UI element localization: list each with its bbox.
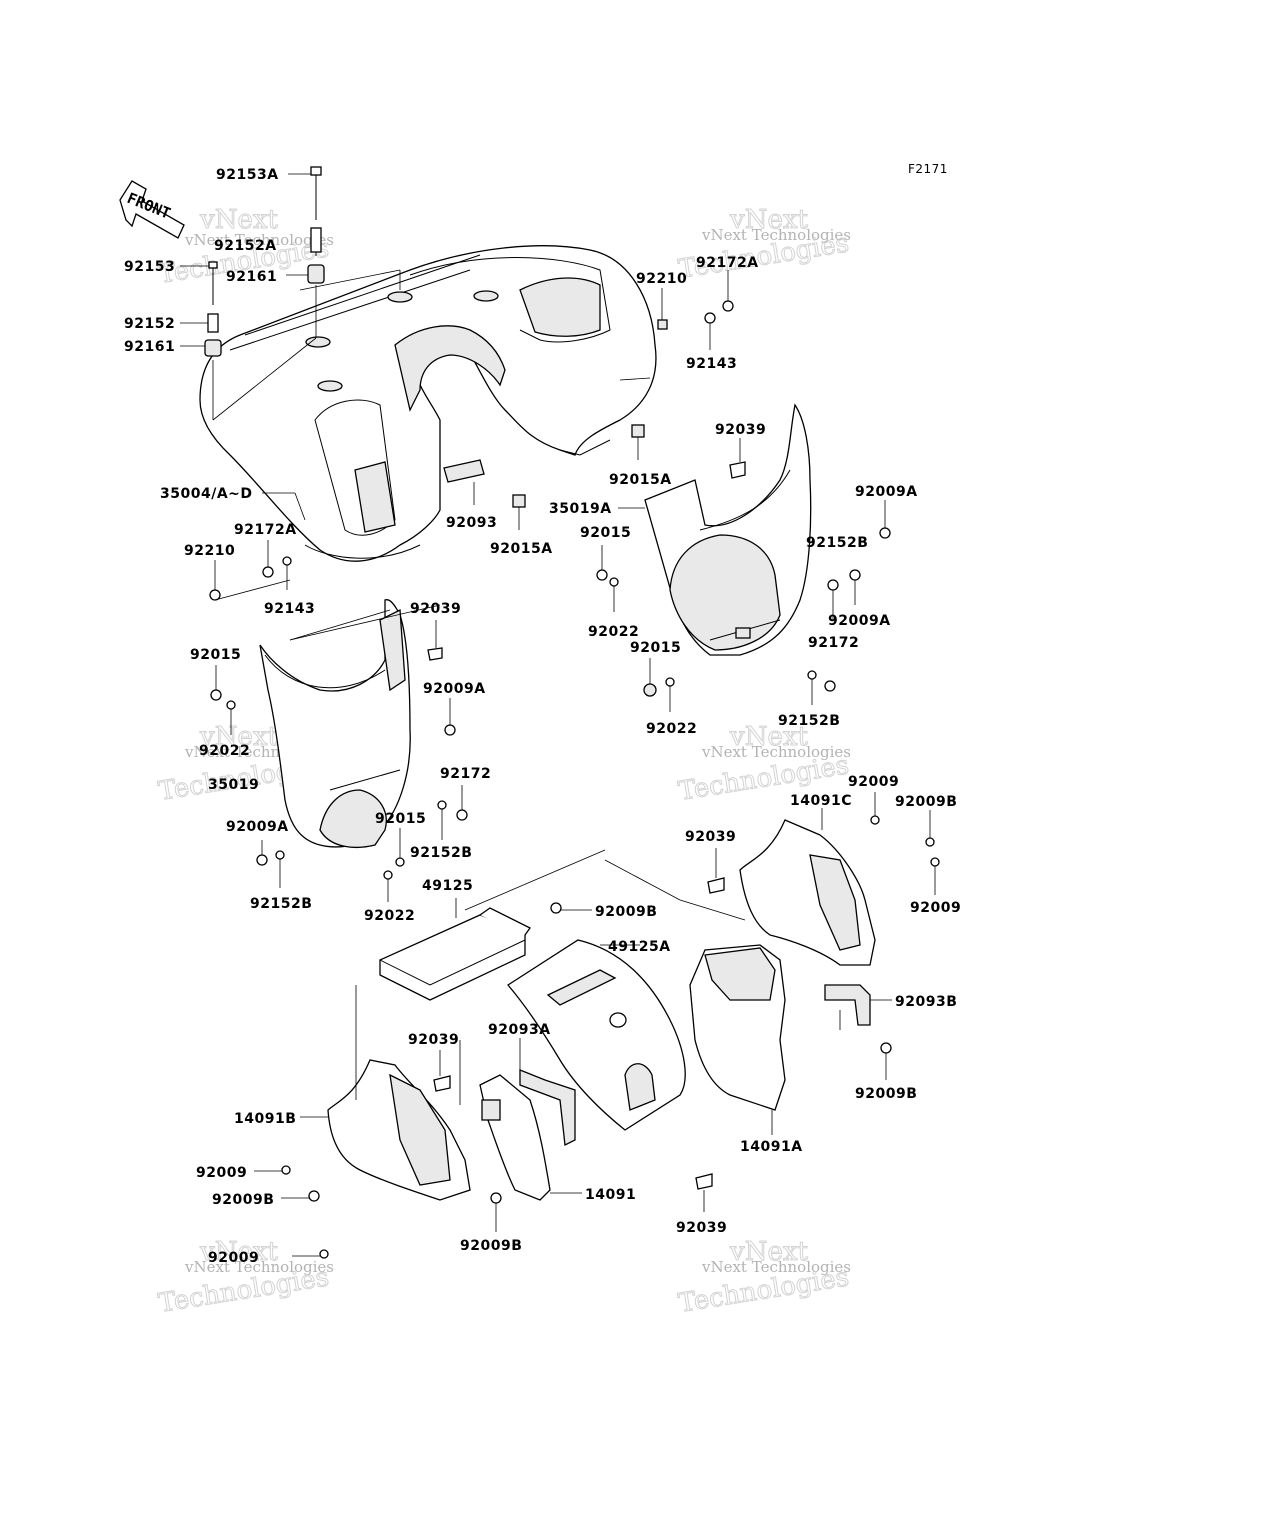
- guard-14091B: [327, 1059, 471, 1201]
- watermark-vnext: vNext: [199, 722, 278, 752]
- label-92093A: 92093A: [488, 1022, 551, 1038]
- label-35004: 35004/A~D: [160, 486, 253, 502]
- guard-14091C: [739, 819, 876, 966]
- leader-lines: [180, 173, 936, 1257]
- label-14091C: 14091C: [790, 793, 852, 809]
- label-92009-r1: 92009: [848, 774, 899, 790]
- label-92152B-r2: 92152B: [778, 713, 840, 729]
- label-92172A-tr: 92172A: [696, 255, 759, 271]
- watermark-vnext: vNext: [729, 1237, 808, 1267]
- rear-fender-35004: [199, 245, 657, 562]
- small-hardware: [209, 300, 940, 1259]
- label-14091B: 14091B: [234, 1111, 296, 1127]
- label-92172A-l: 92172A: [234, 522, 297, 538]
- label-92210-l: 92210: [184, 543, 235, 559]
- label-92172-r: 92172: [808, 635, 859, 651]
- watermark-line: vNext Technologies: [184, 1258, 334, 1276]
- label-92022-l: 92022: [199, 743, 250, 759]
- pad-92093B: [824, 984, 871, 1026]
- label-92152A: 92152A: [214, 238, 277, 254]
- label-92022-l2: 92022: [364, 908, 415, 924]
- label-92009B-r1: 92009B: [895, 794, 957, 810]
- watermark-vnext: vNext: [199, 1237, 278, 1267]
- pad-92093: [443, 459, 485, 483]
- label-92009-b2: 92009: [208, 1250, 259, 1266]
- label-92015A-c: 92015A: [490, 541, 553, 557]
- label-92039-l: 92039: [410, 601, 461, 617]
- label-35019: 35019: [208, 777, 259, 793]
- label-92015-l: 92015: [190, 647, 241, 663]
- label-14091: 14091: [585, 1187, 636, 1203]
- label-92039-b2: 92039: [676, 1220, 727, 1236]
- guard-14091A: [689, 944, 786, 1111]
- label-92022-r2: 92022: [646, 721, 697, 737]
- label-49125A: 49125A: [608, 939, 671, 955]
- right-mudguard-35019A: [644, 403, 812, 656]
- label-92152B-r1: 92152B: [806, 535, 868, 551]
- left-mudguard-35019: [259, 599, 411, 848]
- label-92172-l: 92172: [440, 766, 491, 782]
- front-arrow-icon: FRONT: [119, 180, 185, 239]
- watermark-line: vNext Technologies: [701, 743, 851, 761]
- watermark-vnext: vNext: [729, 722, 808, 752]
- label-92153A: 92153A: [216, 167, 279, 183]
- label-92153: 92153: [124, 259, 175, 275]
- label-92161-top: 92161: [226, 269, 277, 285]
- hardware-top-left: [204, 166, 401, 421]
- label-92009A-r: 92009A: [855, 484, 918, 500]
- label-92009B-r2: 92009B: [855, 1086, 917, 1102]
- label-92009B-b2: 92009B: [460, 1238, 522, 1254]
- cover-49125A: [507, 939, 686, 1131]
- label-92039-r: 92039: [715, 422, 766, 438]
- watermark-vnext: vNext: [729, 205, 808, 235]
- label-92015-r2: 92015: [630, 640, 681, 656]
- label-92022-r1: 92022: [588, 624, 639, 640]
- cover-49125: [379, 907, 531, 1001]
- label-92009A-l2: 92009A: [226, 819, 289, 835]
- label-92009A-r2: 92009A: [828, 613, 891, 629]
- label-92093: 92093: [446, 515, 497, 531]
- watermark-vnext: vNext: [199, 205, 278, 235]
- label-92039-m: 92039: [685, 829, 736, 845]
- label-92009A-l: 92009A: [423, 681, 486, 697]
- label-92039-b: 92039: [408, 1032, 459, 1048]
- label-92143-tr: 92143: [686, 356, 737, 372]
- label-14091A: 14091A: [740, 1139, 803, 1155]
- guard-14091: [479, 1074, 551, 1201]
- label-92009B-b1: 92009B: [212, 1192, 274, 1208]
- watermark-line: vNext Technologies: [701, 226, 851, 244]
- label-92143-l: 92143: [264, 601, 315, 617]
- figure-code: F2171: [908, 162, 948, 176]
- pad-92093A: [519, 1069, 576, 1146]
- label-92009B-m: 92009B: [595, 904, 657, 920]
- label-92015-l2: 92015: [375, 811, 426, 827]
- label-92009-b1: 92009: [196, 1165, 247, 1181]
- label-49125: 49125: [422, 878, 473, 894]
- label-92210-tr: 92210: [636, 271, 687, 287]
- watermark-line: vNext Technologies: [184, 231, 334, 249]
- label-92152: 92152: [124, 316, 175, 332]
- label-92015A-r: 92015A: [609, 472, 672, 488]
- label-92093B: 92093B: [895, 994, 957, 1010]
- label-92152B-l1: 92152B: [410, 845, 472, 861]
- label-92015-r: 92015: [580, 525, 631, 541]
- watermark-line: vNext Technologies: [701, 1258, 851, 1276]
- label-92009-r2: 92009: [910, 900, 961, 916]
- label-92161: 92161: [124, 339, 175, 355]
- label-35019A: 35019A: [549, 501, 612, 517]
- part-labels: 92153A 92152A 92153 92161 92152 92161 92…: [124, 167, 961, 1266]
- label-92152B-l2: 92152B: [250, 896, 312, 912]
